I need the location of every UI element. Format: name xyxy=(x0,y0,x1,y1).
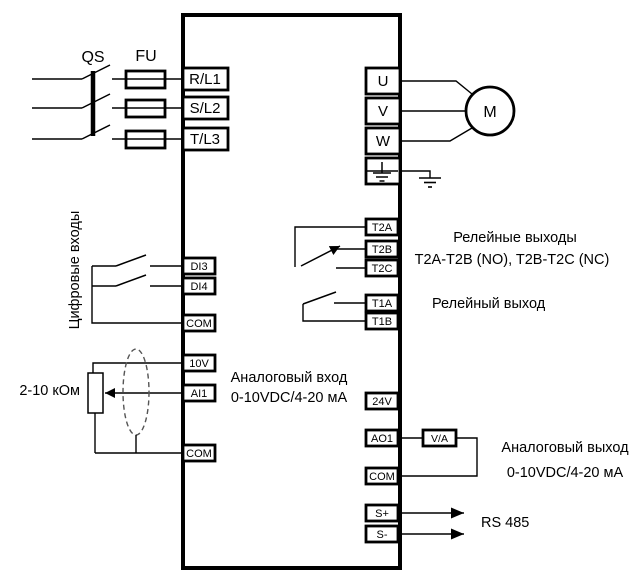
relay-output-2-section: T2A T2B T2C Релейные выходы T2A-T2B (NO)… xyxy=(294,217,610,278)
relay2-common-wire xyxy=(294,226,366,267)
relay1-contact-icon xyxy=(302,291,337,305)
analog-input-caption-line1: Аналоговый вход xyxy=(231,370,348,386)
rs485-section: S+ S- RS 485 xyxy=(364,503,529,544)
terminal-s-plus xyxy=(364,503,400,523)
potentiometer-icon xyxy=(87,372,104,414)
terminal-t2a-label: T2A xyxy=(372,222,393,234)
terminal-di3-label: DI3 xyxy=(190,261,207,273)
terminal-s-minus-label: S- xyxy=(377,529,388,541)
terminal-acom-label: COM xyxy=(186,448,212,460)
digital-common-wire xyxy=(91,266,183,324)
terminal-s-plus-label: S+ xyxy=(375,508,389,520)
terminal-ocom xyxy=(364,466,400,486)
terminal-s-l2 xyxy=(181,95,230,121)
phase2-switch-blade-icon xyxy=(81,93,111,109)
analog-output-section: AO1 COM V/A Аналоговый выход 0-10VDC/4-2… xyxy=(364,428,629,486)
power-supply-section: 24V xyxy=(364,391,400,411)
terminal-t-l3-label: T/L3 xyxy=(190,131,220,148)
analog-input-section: 10V AI1 COM 2-10 кОм Аналоговый вход 0-1… xyxy=(19,348,348,463)
di3-switch-blade-icon xyxy=(115,254,147,267)
fuse2-icon xyxy=(124,98,167,119)
digital-inputs-caption: Цифровые входы xyxy=(67,211,83,330)
terminal-r-l1 xyxy=(181,66,230,92)
motor-output-section: U V W M xyxy=(364,66,516,188)
terminal-t1a-label: T1A xyxy=(372,298,393,310)
relay2-caption-line1: Релейные выходы xyxy=(453,230,577,246)
analog-output-caption-line2: 0-10VDC/4-20 мА xyxy=(507,465,624,481)
relay2-contact-icon xyxy=(300,245,341,267)
terminal-di4-label: DI4 xyxy=(190,281,207,293)
fuse-label: FU xyxy=(135,48,156,65)
motor-wire-w xyxy=(400,127,473,142)
di4-switch-blade-icon xyxy=(115,274,147,287)
terminal-v-label: V xyxy=(378,103,388,120)
terminal-t2b-label: T2B xyxy=(372,244,392,256)
terminal-ao1 xyxy=(364,428,400,448)
terminal-24v xyxy=(364,391,400,411)
relay1-caption: Релейный выход xyxy=(432,296,546,312)
relay1-common-wire xyxy=(302,304,366,322)
terminal-v xyxy=(364,96,402,126)
pot-top-wire xyxy=(92,362,183,373)
potentiometer-label: 2-10 кОм xyxy=(19,383,80,399)
terminal-s-l2-label: S/L2 xyxy=(190,100,221,117)
shielded-cable-icon xyxy=(122,348,150,436)
power-input-section: QS FU R/L1 S/L2 T/L3 xyxy=(32,48,230,152)
motor-icon xyxy=(464,85,516,137)
fuse3-icon xyxy=(124,129,167,150)
relay-output-1-section: T1A T1B Релейный выход xyxy=(302,291,546,331)
pe-terminal-earth-icon xyxy=(366,162,398,182)
terminal-10v-label: 10V xyxy=(189,358,209,370)
earth-wire xyxy=(400,170,431,178)
terminal-ai1-label: AI1 xyxy=(191,388,208,400)
analog-output-return-wire xyxy=(400,437,478,477)
motor-wire-u xyxy=(400,80,473,95)
terminal-t2c-label: T2C xyxy=(372,263,393,275)
va-meter-label: V/A xyxy=(431,433,448,445)
terminal-ocom-label: COM xyxy=(369,471,395,483)
terminal-r-l1-label: R/L1 xyxy=(189,71,221,88)
terminal-t1b-label: T1B xyxy=(372,316,392,328)
motor-label: M xyxy=(483,104,496,121)
terminal-t-l3 xyxy=(181,126,230,152)
phase3-switch-blade-icon xyxy=(81,124,111,140)
analog-output-caption-line1: Аналоговый выход xyxy=(501,440,629,456)
fuse1-icon xyxy=(124,69,167,90)
terminal-dcom-label: COM xyxy=(186,318,212,330)
terminal-ao1-label: AO1 xyxy=(371,433,393,445)
disconnect-switch-label: QS xyxy=(81,49,104,66)
terminal-w-label: W xyxy=(376,133,391,150)
analog-input-caption-line2: 0-10VDC/4-20 мА xyxy=(231,390,348,406)
phase1-switch-blade-icon xyxy=(81,64,111,80)
earth-ground-icon xyxy=(419,177,441,188)
rs485-caption: RS 485 xyxy=(481,515,529,531)
terminal-s-minus xyxy=(364,524,400,544)
relay2-caption-line2: T2A-T2B (NO), T2B-T2C (NC) xyxy=(415,252,610,268)
terminal-u-label: U xyxy=(378,73,389,90)
terminal-24v-label: 24V xyxy=(372,396,392,408)
digital-inputs-section: Цифровые входы DI3 DI4 COM xyxy=(67,211,217,333)
